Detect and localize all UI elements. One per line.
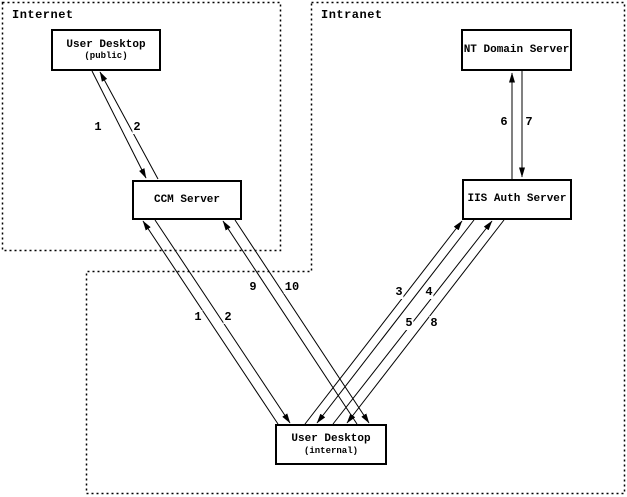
edge-label-8: 8: [429, 316, 439, 330]
edge-1-internal-desktop-to-ccm: [142, 220, 279, 425]
edge-label-9: 9: [248, 280, 258, 294]
node-iis-auth-server: IIS Auth Server: [462, 179, 572, 220]
edge-label-2b: 2: [223, 310, 233, 324]
edge-10-ccm-to-internal-desktop: [234, 219, 370, 424]
edge-label-4: 4: [424, 285, 434, 299]
node-sublabel: (internal): [303, 445, 358, 456]
node-user-desktop-public: User Desktop (public): [51, 29, 161, 71]
edge-label-1: 1: [93, 120, 103, 134]
edge-3-internal-desktop-to-iis: [304, 220, 463, 425]
node-label: User Desktop: [66, 38, 146, 51]
node-ccm-server: CCM Server: [132, 180, 242, 220]
node-label: CCM Server: [153, 193, 220, 206]
zone-internet-border: [1, 1, 282, 252]
edge-2-ccm-to-public-desktop: [99, 71, 159, 180]
edge-label-7: 7: [524, 115, 534, 129]
edge-1-public-desktop-to-ccm: [91, 70, 147, 179]
edge-label-3: 3: [394, 285, 404, 299]
edge-label-1b: 1: [193, 310, 203, 324]
node-label: IIS Auth Server: [467, 193, 567, 206]
node-sublabel: (public): [84, 51, 128, 62]
edge-label-2: 2: [132, 120, 142, 134]
edge-label-10: 10: [283, 280, 301, 294]
zone-label-internet: Internet: [12, 8, 74, 22]
node-label: NT Domain Server: [463, 43, 570, 56]
edge-9-internal-desktop-to-ccm: [222, 220, 358, 425]
node-label: User Desktop: [291, 433, 371, 445]
edge-8-iis-to-internal-desktop: [346, 219, 505, 424]
edge-label-6: 6: [499, 115, 509, 129]
edge-4-iis-to-internal-desktop: [316, 219, 475, 424]
zone-label-intranet: Intranet: [321, 8, 383, 22]
edge-2-ccm-to-internal-desktop: [154, 219, 291, 424]
node-nt-domain-server: NT Domain Server: [461, 29, 572, 71]
zone-intranet-border: [85, 1, 626, 495]
edge-label-5: 5: [404, 316, 414, 330]
node-user-desktop-internal: User Desktop (internal): [275, 424, 387, 465]
